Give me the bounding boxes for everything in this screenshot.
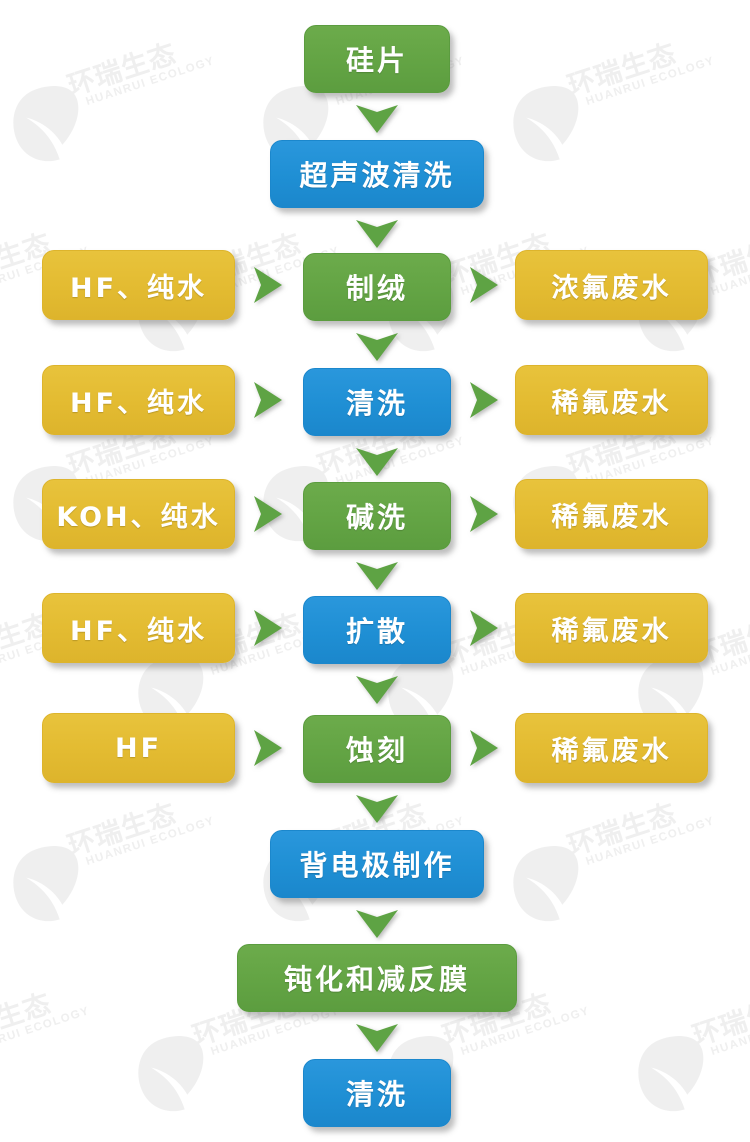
process-node-10[interactable]: 清洗	[303, 1059, 451, 1127]
output-node-1[interactable]: 浓氟废水	[515, 250, 708, 320]
flow-arrow-right-icon	[254, 496, 282, 532]
input-node-1[interactable]: HF、纯水	[42, 250, 235, 320]
flow-arrow-right-icon	[254, 382, 282, 418]
process-node-2[interactable]: 超声波清洗	[270, 140, 484, 208]
process-node-4[interactable]: 清洗	[303, 368, 451, 436]
flow-arrow-right-icon	[470, 610, 498, 646]
process-node-5[interactable]: 碱洗	[303, 482, 451, 550]
flow-arrow-right-icon	[254, 267, 282, 303]
input-node-2[interactable]: HF、纯水	[42, 365, 235, 435]
flow-arrow-right-icon	[254, 730, 282, 766]
process-node-3[interactable]: 制绒	[303, 253, 451, 321]
input-node-3[interactable]: KOH、纯水	[42, 479, 235, 549]
flow-arrow-right-icon	[470, 382, 498, 418]
flow-arrow-right-icon	[470, 730, 498, 766]
flow-arrow-right-icon	[470, 496, 498, 532]
output-node-4[interactable]: 稀氟废水	[515, 593, 708, 663]
process-node-7[interactable]: 蚀刻	[303, 715, 451, 783]
input-node-4[interactable]: HF、纯水	[42, 593, 235, 663]
process-node-1[interactable]: 硅片	[304, 25, 450, 93]
process-node-8[interactable]: 背电极制作	[270, 830, 484, 898]
flow-arrow-right-icon	[470, 267, 498, 303]
process-node-9[interactable]: 钝化和减反膜	[237, 944, 517, 1012]
flow-arrow-right-icon	[254, 610, 282, 646]
output-node-3[interactable]: 稀氟废水	[515, 479, 708, 549]
output-node-2[interactable]: 稀氟废水	[515, 365, 708, 435]
process-node-6[interactable]: 扩散	[303, 596, 451, 664]
input-node-5[interactable]: HF	[42, 713, 235, 783]
output-node-5[interactable]: 稀氟废水	[515, 713, 708, 783]
